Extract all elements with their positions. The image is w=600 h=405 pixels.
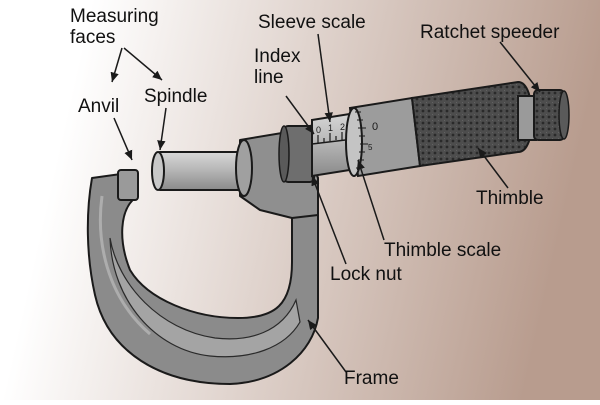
spindle-part [151, 151, 259, 191]
label-thimble: Thimble [476, 188, 544, 209]
label-thimble-scale: Thimble scale [384, 240, 502, 261]
label-spindle: Spindle [144, 86, 208, 107]
sleeve-digit-1: 1 [328, 123, 333, 133]
leader-lines [110, 33, 541, 373]
thimble-scale-part: 0 5 [345, 96, 422, 178]
label-ratchet-speeder: Ratchet speeder [420, 22, 560, 43]
thimble-digit-5: 5 [368, 143, 373, 152]
sleeve-digit-0: 0 [316, 125, 321, 135]
frame-shape [86, 171, 319, 385]
ratchet-speeder-part [517, 89, 570, 141]
sleeve-digit-2: 2 [340, 122, 345, 132]
thimble-part [410, 80, 534, 168]
label-sleeve-scale: Sleeve scale [258, 12, 366, 33]
label-frame: Frame [344, 368, 399, 389]
lock-nut-part [278, 125, 315, 183]
label-anvil: Anvil [78, 96, 120, 117]
label-lock-nut: Lock nut [330, 264, 402, 285]
label-measuring-faces: Measuring faces [70, 6, 159, 48]
label-index-line: Index line [254, 46, 301, 88]
anvil-part [117, 169, 139, 201]
thimble-digit-0: 0 [372, 121, 378, 133]
